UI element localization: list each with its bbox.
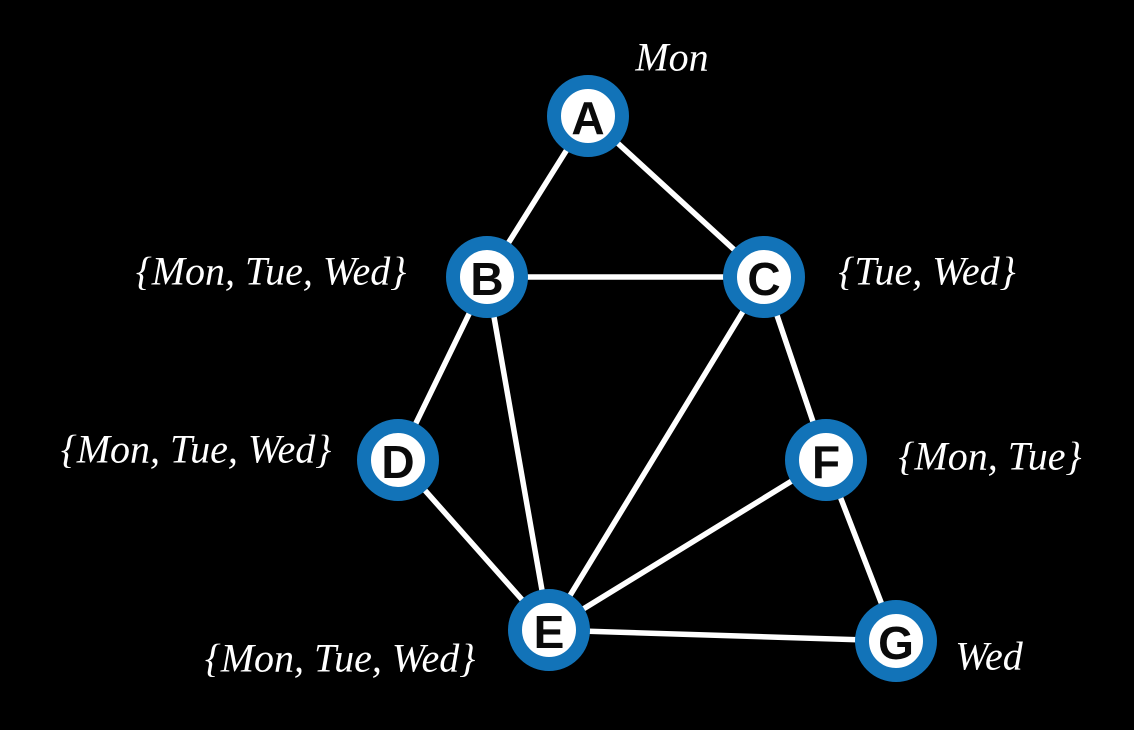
node-B[interactable]: B (446, 236, 528, 318)
node-D-letter: D (381, 436, 414, 488)
node-A[interactable]: A (547, 75, 629, 157)
node-B-circle (446, 236, 528, 318)
node-F-letter: F (812, 436, 840, 488)
node-C[interactable]: C (723, 236, 805, 318)
domain-label-A: Mon (634, 35, 708, 80)
node-D-circle (357, 419, 439, 501)
edge-E-G (546, 627, 899, 644)
edge-C-E (546, 274, 767, 633)
edge-B-E (484, 274, 552, 633)
node-F[interactable]: F (785, 419, 867, 501)
domain-label-B: {Mon, Tue, Wed} (136, 249, 407, 294)
domain-label-E: {Mon, Tue, Wed} (205, 636, 476, 681)
domain-label-F: {Mon, Tue} (898, 434, 1081, 479)
node-B-letter: B (470, 253, 503, 305)
domain-label-C: {Tue, Wed} (838, 249, 1015, 294)
node-E-circle (508, 589, 590, 671)
node-C-circle (723, 236, 805, 318)
node-D[interactable]: D (357, 419, 439, 501)
node-E[interactable]: E (508, 589, 590, 671)
node-G-letter: G (878, 617, 914, 669)
node-C-letter: C (747, 253, 780, 305)
domain-label-G: Wed (955, 634, 1023, 679)
node-A-circle (547, 75, 629, 157)
node-A-letter: A (571, 92, 604, 144)
node-G[interactable]: G (855, 600, 937, 682)
domain-label-D: {Mon, Tue, Wed} (61, 427, 332, 472)
node-G-circle (855, 600, 937, 682)
node-E-letter: E (534, 606, 565, 658)
node-F-circle (785, 419, 867, 501)
edge-E-F (546, 457, 829, 633)
